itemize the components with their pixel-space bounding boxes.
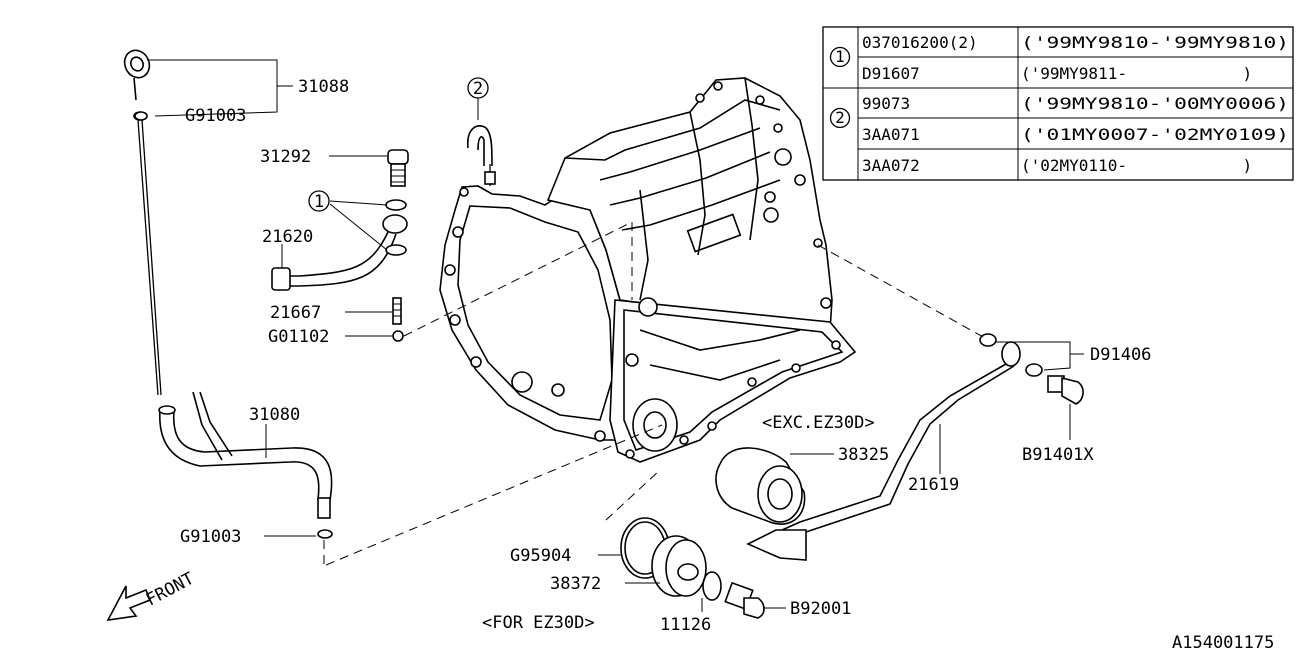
table-row-4-part: 3AA071: [862, 125, 920, 144]
gasket-1-lower: [385, 244, 407, 256]
table-row-2-note: ('99MY9811- ): [1021, 64, 1252, 83]
label-G01102: G01102: [268, 327, 329, 347]
table-row-3-note: ('99MY9810-'00MY0006): [1021, 94, 1289, 113]
label-31080: 31080: [249, 405, 300, 425]
filler-tube-31080: [158, 391, 333, 519]
bolt-B91401X: [1047, 375, 1084, 405]
table-row-5-note: ('02MY0110- ): [1021, 156, 1252, 175]
table-row-2-part: D91607: [862, 64, 920, 83]
label-21667: 21667: [270, 303, 321, 323]
label-11126: 11126: [660, 615, 711, 635]
callout-2-circle: [467, 77, 489, 99]
label-21620: 21620: [262, 227, 313, 247]
breather-hose: [467, 124, 493, 167]
label-G91003-lower: G91003: [180, 527, 241, 547]
leader-lines: [147, 59, 1084, 612]
gasket-D91406-a: [979, 333, 997, 347]
table-callout-2-circle: [829, 107, 851, 129]
label-38372: 38372: [550, 574, 601, 594]
bolt-B92001: [724, 581, 765, 619]
transmission-case: [439, 77, 857, 463]
label-38325: 38325: [838, 445, 889, 465]
callout-1: 1: [314, 192, 324, 212]
table-row-3-part: 99073: [862, 94, 910, 113]
label-B91401X: B91401X: [1022, 445, 1094, 465]
front-arrow-icon: [106, 585, 152, 622]
reference-table: 1 2 037016200(2) ('99MY9810-'99MY9810) D…: [822, 26, 1294, 181]
washer-11126: [702, 571, 722, 601]
label-exc-ez30d: <EXC.EZ30D>: [762, 413, 875, 433]
label-31292: 31292: [260, 147, 311, 167]
stud-21667: [392, 297, 402, 325]
gasket-1-upper: [385, 199, 407, 211]
label-21619: 21619: [908, 475, 959, 495]
callout-1-circle: [308, 190, 330, 212]
table-row-1-note: ('99MY9810-'99MY9810): [1021, 33, 1289, 52]
ball-G01102: [392, 330, 404, 342]
oring-G91003-lower: [317, 529, 333, 539]
label-D91406: D91406: [1090, 345, 1151, 365]
label-B92001: B92001: [790, 599, 851, 619]
plug-31292: [387, 149, 409, 187]
label-31088: 31088: [298, 77, 349, 97]
table-row-5-part: 3AA072: [862, 156, 920, 175]
diagram-id: A154001175: [1172, 633, 1274, 653]
table-row-1-part: 037016200(2): [862, 33, 978, 52]
table-row-4-note: ('01MY0007-'02MY0109): [1021, 125, 1289, 144]
callout-2: 2: [473, 79, 483, 99]
dipstick-31088: [123, 49, 162, 396]
label-G95904: G95904: [510, 546, 571, 566]
label-G91003-upper: G91003: [185, 106, 246, 126]
gasket-D91406-b: [1025, 363, 1043, 377]
oring-G91003-upper: [134, 111, 148, 121]
table-callout-1-circle: [829, 46, 851, 68]
oil-filter-38325: [715, 447, 806, 525]
pipe-21620: [271, 214, 408, 291]
table-callout-2: 2: [835, 108, 845, 127]
table-callout-1: 1: [835, 47, 845, 66]
cover-38372: [651, 535, 707, 597]
assembly-dashed-lines: [323, 221, 986, 566]
front-label: FRONT: [143, 569, 198, 611]
label-for-ez30d: <FOR EZ30D>: [482, 613, 595, 633]
